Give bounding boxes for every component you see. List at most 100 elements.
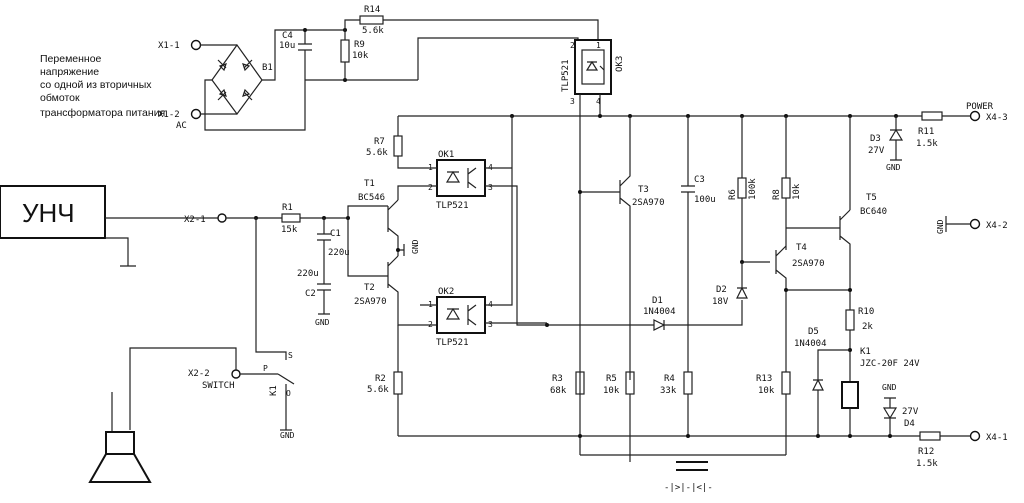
optocoupler-ok3: 2 1 3 4 TLP521 OK3 — [561, 39, 625, 106]
label-ok3: OK3 — [615, 56, 625, 72]
label-x4-2: X4-2 — [986, 221, 1008, 231]
transistor-t3: T3 2SA970 — [580, 116, 665, 380]
resistor-r6: R6 100k — [728, 116, 770, 263]
label-d2: D2 — [716, 285, 727, 295]
terminal-x4-3[interactable] — [969, 110, 981, 122]
terminal-x4-2[interactable] — [969, 218, 981, 230]
label-x1-2: X1-2 — [158, 110, 180, 120]
connector-block: -|>|-|<|- — [580, 454, 786, 493]
label-r3-value: 68k — [550, 386, 567, 396]
input-section: Переменное напряжение со одной из вторич… — [40, 5, 599, 131]
label-r4: R4 — [664, 374, 675, 384]
label-gnd-t: GND — [411, 239, 420, 254]
note-line-2: напряжение — [40, 66, 99, 78]
label-d1-part: 1N4004 — [643, 307, 676, 317]
label-t5-part: BC640 — [860, 207, 887, 217]
label-ok2-part: TLP521 — [436, 338, 469, 348]
svg-text:3: 3 — [570, 97, 575, 106]
resistor-r5: R5 10k — [603, 371, 635, 455]
label-r13-value: 10k — [758, 386, 775, 396]
svg-text:P: P — [263, 364, 268, 373]
label-x4-1: X4-1 — [986, 433, 1008, 443]
transistor-t2: T2 2SA970 — [354, 255, 437, 326]
terminal-x4-1[interactable] — [969, 430, 981, 442]
label-ok1-part: TLP521 — [436, 201, 469, 211]
label-d1: D1 — [652, 296, 663, 306]
label-t1-part: BC546 — [358, 193, 385, 203]
terminal-x1-2[interactable] — [190, 108, 202, 120]
label-k1: K1 — [860, 347, 871, 357]
label-r2: R2 — [375, 374, 386, 384]
label-t3-part: 2SA970 — [632, 198, 665, 208]
resistor-r2: R2 5.6k — [367, 325, 403, 436]
label-ok2: OK2 — [438, 287, 454, 297]
label-d3-value: 27V — [868, 146, 885, 156]
label-t1: T1 — [364, 179, 375, 189]
bridge-rectifier-b1: B1 — [211, 43, 273, 116]
label-r12: R12 — [918, 447, 934, 457]
resistor-r7: R7 5.6k — [366, 116, 420, 169]
label-d4: D4 — [904, 419, 915, 429]
svg-text:O: O — [286, 389, 291, 398]
label-r1-value: 15k — [281, 225, 298, 235]
label-gnd-d4: GND — [882, 383, 897, 392]
label-gnd-switch: GND — [280, 431, 295, 440]
label-connector: -|>|-|<|- — [664, 483, 713, 493]
label-gnd-x4-2: GND — [936, 219, 945, 234]
label-c4: C4 — [282, 31, 293, 41]
label-t2: T2 — [364, 283, 375, 293]
note-line-1: Переменное — [40, 53, 102, 65]
label-ok3-part: TLP521 — [561, 59, 571, 92]
svg-text:4: 4 — [488, 300, 493, 309]
label-r3: R3 — [552, 374, 563, 384]
transistor-t4: T4 2SA970 — [775, 243, 825, 290]
terminal-x2-1[interactable] — [217, 213, 227, 223]
label-b1: B1 — [262, 63, 273, 73]
resistor-r1: R1 15k — [281, 203, 301, 235]
transistor-t1: T1 BC546 — [358, 179, 399, 250]
terminal-x2-2[interactable] — [231, 369, 241, 379]
label-r4-value: 33k — [660, 386, 677, 396]
label-r6-value: 100k — [748, 178, 758, 200]
label-d5-part: 1N4004 — [794, 339, 827, 349]
label-t3: T3 — [638, 185, 649, 195]
svg-text:3: 3 — [488, 183, 493, 192]
label-r12-value: 1.5k — [916, 459, 938, 469]
label-r9: R9 — [354, 40, 365, 50]
label-r7: R7 — [374, 137, 385, 147]
svg-text:4: 4 — [596, 97, 601, 106]
label-c2: C2 — [305, 289, 316, 299]
resistor-r11: R11 1.5k — [916, 111, 970, 149]
resistor-r3: R3 68k — [550, 371, 585, 396]
resistor-r13: R13 10k — [756, 290, 791, 455]
svg-text:3: 3 — [488, 320, 493, 329]
svg-text:2: 2 — [428, 183, 433, 192]
label-r14: R14 — [364, 5, 380, 15]
svg-text:1: 1 — [596, 41, 601, 50]
diode-d1: D1 1N4004 — [547, 296, 743, 331]
capacitor-c4: C4 10u — [279, 30, 312, 80]
speaker-icon — [88, 392, 152, 483]
label-r8-value: 10k — [792, 183, 802, 200]
label-r6: R6 — [728, 189, 738, 200]
resistor-r10: R10 2k — [845, 307, 874, 382]
label-d4-value: 27V — [902, 407, 919, 417]
resistor-r14: R14 5.6k — [344, 5, 599, 40]
label-t5: T5 — [866, 193, 877, 203]
label-d5: D5 — [808, 327, 819, 337]
zener-d3: D3 27V GND — [868, 116, 904, 172]
label-c4-value: 10u — [279, 41, 295, 51]
note-line-4: обмоток — [40, 92, 80, 104]
terminal-x1-1[interactable] — [190, 39, 202, 51]
label-gnd-d3: GND — [886, 163, 901, 172]
label-r13: R13 — [756, 374, 772, 384]
label-ok1: OK1 — [438, 150, 454, 160]
label-t2-part: 2SA970 — [354, 297, 387, 307]
resistor-r8: R8 10k — [772, 116, 802, 250]
label-x4-3: X4-3 — [986, 113, 1008, 123]
label-r10-value: 2k — [862, 322, 873, 332]
resistor-r9: R9 10k — [340, 30, 369, 80]
label-r1: R1 — [282, 203, 293, 213]
amplifier-block: УНЧ — [0, 185, 220, 267]
